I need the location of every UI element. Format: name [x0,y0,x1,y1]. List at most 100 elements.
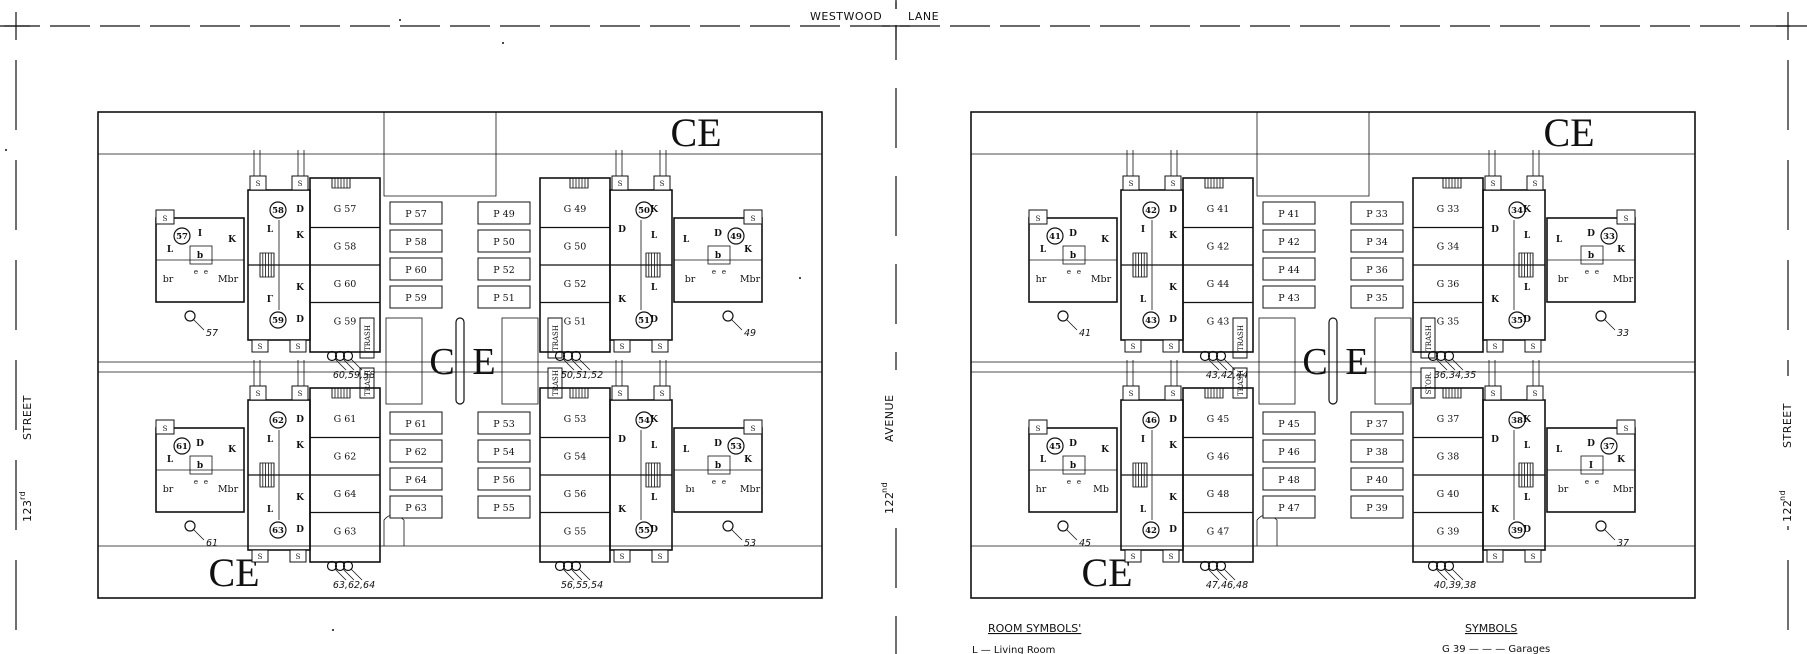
trash-label: TRASH [552,370,560,396]
parking-label: P 59 [405,293,427,304]
unit-number: 55 [638,526,650,536]
stair-box [1122,385,1140,401]
court-right [1374,317,1412,405]
utility-leader [570,358,583,371]
parking-label: P 40 [1366,475,1388,486]
parking-stall [1350,285,1404,309]
bath [707,455,731,475]
stair-tag: S [163,215,168,223]
parking-stall [477,257,531,281]
parking-label: P 58 [405,237,427,248]
meter-leader [731,529,743,541]
unit-number-circle [1142,201,1160,219]
side-unit-circle [1600,227,1618,245]
unit-number-circle [1142,521,1160,539]
utility-leader [1207,358,1220,371]
stair-box [1524,339,1542,353]
room-label: b [197,251,203,261]
stair [1518,462,1534,488]
room-label: L [1140,295,1147,305]
room-label: D [1523,315,1531,325]
unit-number-circle [635,411,653,429]
utility-leader [1451,358,1464,371]
room-label: D [296,315,304,325]
room-label: L [651,231,658,241]
parking-stall [1262,467,1316,491]
utility-meter [562,560,574,572]
parking-label: P 38 [1366,447,1388,458]
stair-box [1162,549,1180,563]
stair-box [651,549,669,563]
parking-label: P 61 [405,419,427,430]
stair-tag: S [751,215,756,223]
stair-tag: S [1036,215,1041,223]
room-label: L [683,445,690,455]
unit-number: 46 [1145,416,1157,426]
bath [707,245,731,265]
stair [1204,177,1224,189]
room-label: K [1169,493,1178,503]
utility-leader [350,568,363,581]
stair [645,462,661,488]
side-unit-circle [173,227,191,245]
stair-box [1486,339,1504,353]
stair-tag: S [258,553,263,561]
lot-boundary [97,111,823,599]
bath [1580,245,1604,265]
room-label: hr [1036,484,1047,495]
garage-label: G 54 [564,452,587,463]
utility-meter [554,560,566,572]
meter-balloon [1057,310,1069,322]
utility-meter [342,560,354,572]
stair-box [1526,385,1544,401]
utility-leader [562,568,575,581]
utility-leader [342,358,355,371]
utility-meter [326,560,338,572]
room-label: D [296,525,304,535]
meter-leader [1066,319,1078,331]
stair-box [249,385,267,401]
garage-label: G 62 [334,452,357,463]
room-label: K [1491,505,1500,515]
stair-tag: S [256,180,261,188]
unit-number-circle [269,201,287,219]
room-label: br [685,274,696,285]
stair-tag: S [256,390,261,398]
garage-label: G 38 [1437,452,1460,463]
utility-leader [342,568,355,581]
ce-label-top: CE [670,110,721,155]
svg-text:rd: rd [18,491,27,500]
room-label: Mbr [1613,274,1634,285]
utility-meter [562,350,574,362]
ce-label-center-e: E [1345,341,1368,383]
garage-label: G 50 [564,242,587,253]
room-label: Mbr [1613,484,1634,495]
parking-stall [389,495,443,519]
parking-stall [1262,411,1316,435]
room-label: L [651,441,658,451]
trash-enclosure [547,367,563,399]
utility-meter [570,560,582,572]
room-label: L [1524,441,1531,451]
stair-tag: S [658,553,663,561]
room-label: D [196,439,204,449]
room-label: D [1587,229,1595,239]
stair-tag: S [1129,180,1134,188]
room-label: I [1141,435,1145,445]
garage-label: G 46 [1207,452,1230,463]
stair-box [1484,385,1502,401]
room-label: br [163,484,174,495]
trash-enclosure [1232,367,1248,399]
stair-tag: S [1131,343,1136,351]
utility-meter-label: 60,59,58 [333,370,375,381]
utility-meter [554,350,566,362]
room-label: Mb [1093,484,1109,495]
utility-meter [334,350,346,362]
utility-leader [334,358,347,371]
room-label: b [1588,251,1594,261]
side-unit-circle [1046,437,1064,455]
